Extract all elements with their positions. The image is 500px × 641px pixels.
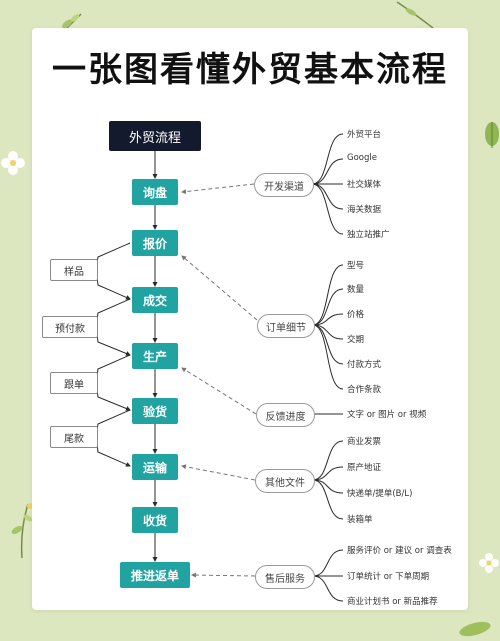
order-detail-item: 价格 xyxy=(347,310,365,320)
order-detail-item: 型号 xyxy=(347,261,365,271)
step-inspection: 验货 xyxy=(132,398,178,424)
decorative-flower-icon xyxy=(479,553,499,573)
step-deal: 成交 xyxy=(132,287,178,313)
page-title: 一张图看懂外贸基本流程 xyxy=(52,50,448,90)
step-inquiry: 询盘 xyxy=(132,179,178,205)
decorative-leaf-icon xyxy=(11,503,33,559)
after-sales-item: 商业计划书 or 新品推荐 xyxy=(347,597,438,607)
channel-item: 外贸平台 xyxy=(347,130,382,140)
order-detail-item: 数量 xyxy=(347,285,365,295)
side-box-prepayment: 预付款 xyxy=(42,316,98,338)
hub-documents: 其他文件 xyxy=(255,469,315,493)
channel-item: 独立站推广 xyxy=(347,230,390,240)
feedback-item: 文字 or 图片 or 视频 xyxy=(347,410,427,420)
step-receipt: 收货 xyxy=(132,507,178,533)
step-quotation: 报价 xyxy=(132,230,178,256)
order-detail-item: 交期 xyxy=(347,335,365,345)
channel-item: 海关数据 xyxy=(347,205,382,215)
hub-order-details: 订单细节 xyxy=(257,314,315,338)
hub-after-sales: 售后服务 xyxy=(255,565,315,589)
document-item: 快递单/提单(B/L) xyxy=(347,489,413,499)
channel-item: Google xyxy=(347,153,377,163)
step-shipping: 运输 xyxy=(132,454,178,480)
step-production: 生产 xyxy=(132,343,178,369)
document-item: 商业发票 xyxy=(347,437,382,447)
decorative-leaf-icon xyxy=(396,1,434,29)
decorative-leaf-icon xyxy=(485,122,499,148)
after-sales-item: 订单统计 or 下单周期 xyxy=(347,572,430,582)
channel-item: 社交媒体 xyxy=(347,180,382,190)
document-item: 装箱单 xyxy=(347,515,373,525)
document-item: 原产地证 xyxy=(347,463,382,473)
decorative-leaf-icon xyxy=(459,621,491,637)
hub-channels: 开发渠道 xyxy=(254,173,314,197)
after-sales-item: 服务评价 or 建议 or 调查表 xyxy=(347,546,452,556)
order-detail-item: 合作条款 xyxy=(347,385,382,395)
step-repeat-order: 推进返单 xyxy=(120,562,190,588)
order-detail-item: 付款方式 xyxy=(347,360,382,370)
content-card xyxy=(32,28,468,610)
hub-feedback: 反馈进度 xyxy=(256,403,315,427)
side-box-sample: 样品 xyxy=(50,259,98,281)
side-box-follow-up: 跟单 xyxy=(50,372,98,394)
flow-header: 外贸流程 xyxy=(109,121,201,151)
side-box-balance-payment: 尾款 xyxy=(50,426,98,448)
decorative-flower-icon xyxy=(1,151,25,175)
